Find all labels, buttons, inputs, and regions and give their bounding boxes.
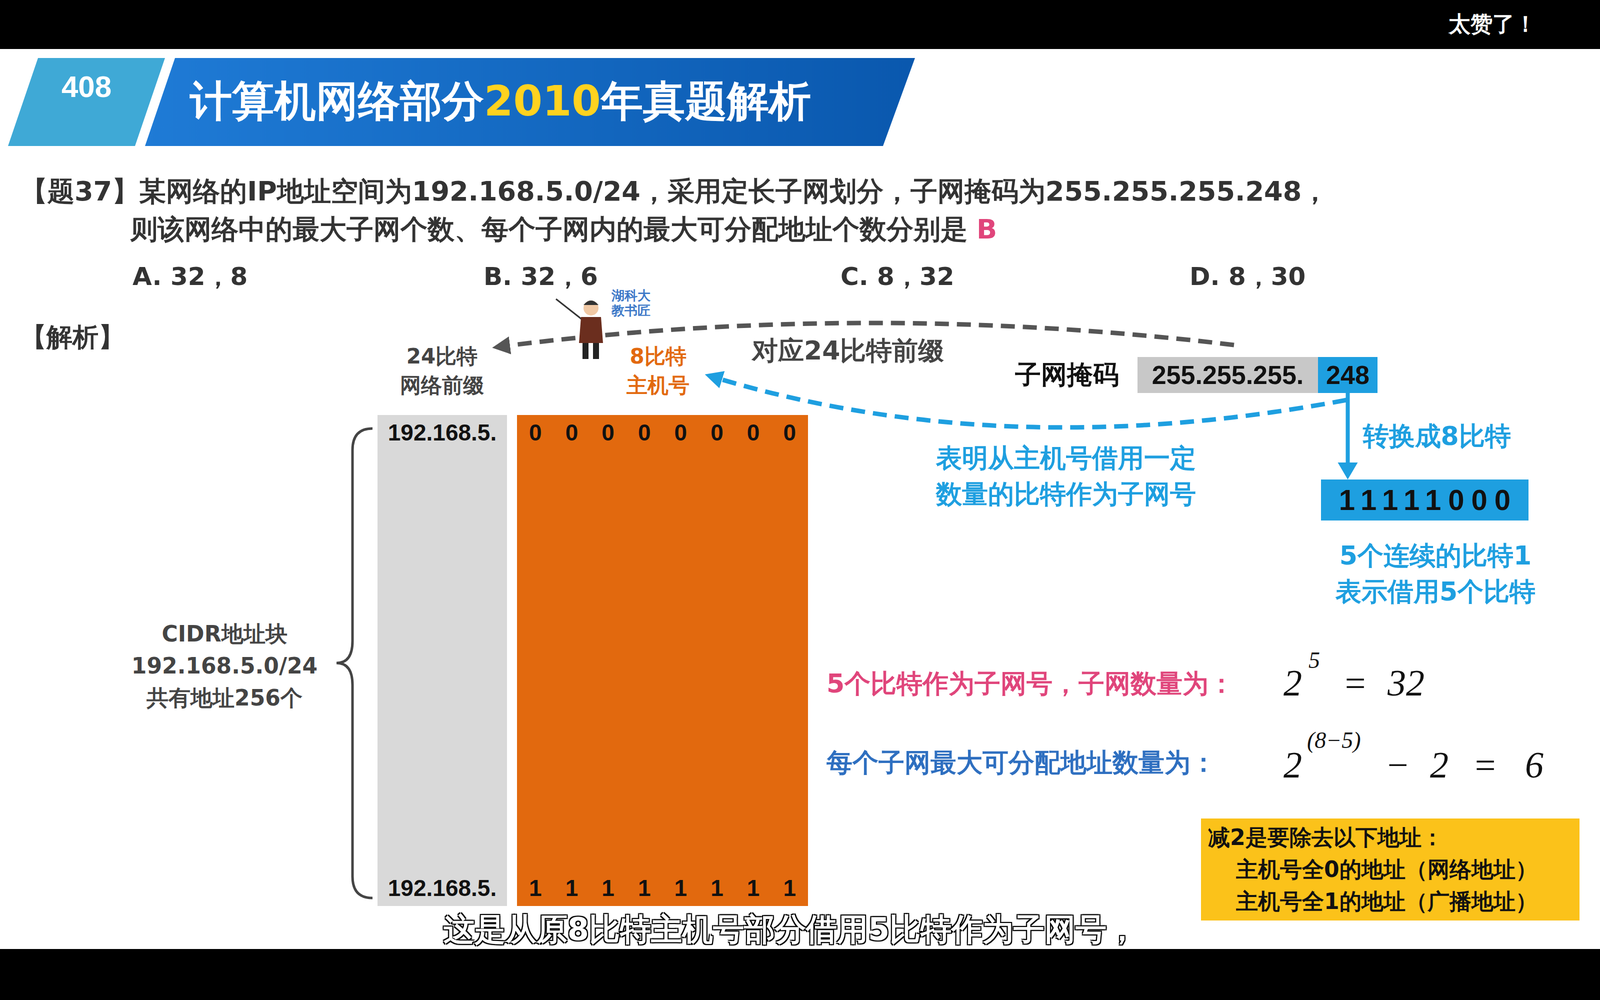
connector [1338, 393, 1358, 480]
formula: − [1385, 745, 1410, 786]
formula: 2 [1430, 745, 1449, 786]
note-heading: 减2是要除去以下地址： [1208, 821, 1444, 854]
figure-leg [593, 342, 599, 359]
option: D. 8，30 [1189, 261, 1306, 292]
formula-exponent: (8−5) [1307, 728, 1361, 754]
text-line: 192.168.5.0/24 [131, 650, 318, 682]
text-line: CIDR地址块 [131, 618, 318, 650]
text-line: 24比特 [400, 342, 484, 371]
text-line: 表示借用5个比特 [1335, 573, 1536, 610]
node-text: 0 0 0 0 0 0 0 0 [529, 419, 796, 447]
node-text: 248 [1326, 359, 1370, 391]
text-line: 5个连续的比特1 [1335, 537, 1536, 574]
connector-label: 转换成8比特 [1363, 420, 1511, 452]
danmaku-comment: 太赞了！ [1448, 11, 1537, 38]
option: C. 8，32 [840, 261, 954, 292]
text-line: 8比特 [626, 342, 690, 371]
arrow-head [1338, 462, 1358, 480]
top-bar [0, 0, 1600, 49]
node-text: 192.168.5. [388, 874, 497, 902]
binary-box: 11111000 [1321, 479, 1529, 521]
text-line: 数量的比特作为子网号 [936, 476, 1196, 512]
arrow-label: 表明从主机号借用一定 数量的比特作为子网号 [936, 440, 1196, 512]
node-text: 255.255.255. [1152, 359, 1304, 391]
formula: = [1342, 663, 1368, 704]
option: B. 32，6 [483, 261, 598, 292]
formula: 32 [1387, 663, 1425, 704]
host-label: 8比特 主机号 [626, 342, 690, 400]
mask-octet-box: 248 [1318, 357, 1378, 393]
curly-brace [336, 428, 373, 898]
formula: 6 [1525, 745, 1544, 786]
text-line: 共有地址256个 [131, 682, 318, 714]
title-banner [145, 58, 915, 146]
pointer-stick [556, 299, 584, 321]
text-line: 【题37】某网络的IP地址空间为192.168.5.0/24，采用定长子网划分，… [20, 172, 1329, 211]
formula: 2 [1283, 745, 1302, 786]
note-text: 5个连续的比特1 表示借用5个比特 [1335, 537, 1536, 610]
block-label: CIDR地址块 192.168.5.0/24 共有地址256个 [131, 618, 318, 714]
note-item: 主机号全0的地址（网络地址） [1236, 853, 1538, 886]
node-text: 408 [61, 69, 112, 105]
tab-parallelogram [8, 58, 165, 146]
section-heading: 【解析】 [20, 321, 125, 353]
slide-title: 计算机网络部分2010年真题解析 [190, 76, 811, 127]
formula-exponent: 5 [1308, 648, 1320, 674]
arrow-label: 对应24比特前缀 [752, 335, 944, 366]
note-item: 主机号全1的地址（广播地址） [1236, 885, 1538, 918]
node-text: 192.168.5. [388, 419, 497, 447]
question-text: 【题37】某网络的IP地址空间为192.168.5.0/24，采用定长子网划分，… [20, 172, 1329, 249]
formula: 2 [1283, 663, 1302, 704]
bottom-bar [0, 949, 1600, 1000]
title-year: 2010 [484, 76, 601, 126]
figure-body [579, 317, 603, 343]
note-box: 减2是要除去以下地址：主机号全0的地址（网络地址）主机号全1的地址（广播地址） [1201, 818, 1580, 921]
formula-text: 5个比特作为子网号，子网数量为： [826, 668, 1235, 699]
chapter-tab: 408 [8, 58, 165, 146]
connector-line [1346, 393, 1350, 465]
node-text: 1 1 1 1 1 1 1 1 [529, 874, 796, 902]
text-line: 主机号 [626, 371, 690, 400]
figure-head [583, 300, 599, 316]
text-line: 网络前缀 [400, 371, 484, 400]
mask-prefix-box: 255.255.255. [1137, 357, 1318, 393]
formula-text: 每个子网最大可分配地址数量为： [826, 747, 1217, 778]
answer-mark: B [976, 210, 997, 249]
figure-leg [582, 342, 589, 359]
text-line: 表明从主机号借用一定 [936, 440, 1196, 476]
mask-label: 子网掩码 [1015, 359, 1119, 390]
option: A. 32，8 [132, 261, 248, 292]
logo-text: 湖科大 教书匠 [611, 288, 651, 318]
slide-ground [0, 49, 1600, 949]
text-line: 则该网络中的最大子网个数、每个子网内的最大可分配地址个数分别是 [20, 210, 1329, 249]
subtitle: 这是从原8比特主机号部分借用5比特作为子网号， [443, 911, 1138, 948]
host-bits-column: 0 0 0 0 0 0 0 0 1 1 1 1 1 1 1 1 [517, 415, 808, 906]
prefix-label: 24比特 网络前缀 [400, 342, 484, 400]
formula: = [1472, 745, 1498, 786]
figure-hair [583, 300, 599, 305]
text-line: 教书匠 [611, 303, 651, 318]
text-line: 湖科大 [611, 288, 651, 303]
node-text: 11111000 [1332, 482, 1518, 518]
teacher-figure [556, 299, 603, 359]
network-prefix-column: 192.168.5. 192.168.5. [377, 415, 507, 906]
